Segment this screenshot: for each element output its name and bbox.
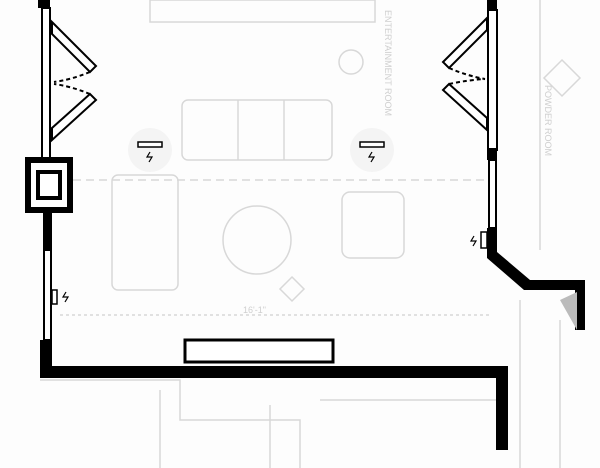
faint-diamond [542,58,582,98]
background-furniture [40,0,582,468]
right-french-door [441,15,488,133]
right-window [487,9,498,151]
floor-lamp [338,49,364,75]
ceiling-fixture [278,275,306,303]
coffee-table [222,205,292,275]
room-label: ENTERTAINMENT ROOM [383,10,393,116]
outlet-left [51,289,70,305]
adjacent-room-label: POWDER ROOM [543,85,553,156]
wall-sconce-left [128,128,172,172]
sofa [181,99,333,161]
faint-cabinet [149,0,376,23]
fireplace-hearth [183,338,335,364]
outlet-right [469,231,488,249]
left-french-door [51,19,98,143]
dimension-label: 16'-1" [243,305,266,315]
bottom-wall [40,340,508,450]
walls [25,0,585,450]
left-window-lower [43,249,52,341]
armchair [341,191,405,259]
wall-sconce-right [350,128,394,172]
left-window-upper [41,7,51,159]
side-sofa [111,174,179,291]
